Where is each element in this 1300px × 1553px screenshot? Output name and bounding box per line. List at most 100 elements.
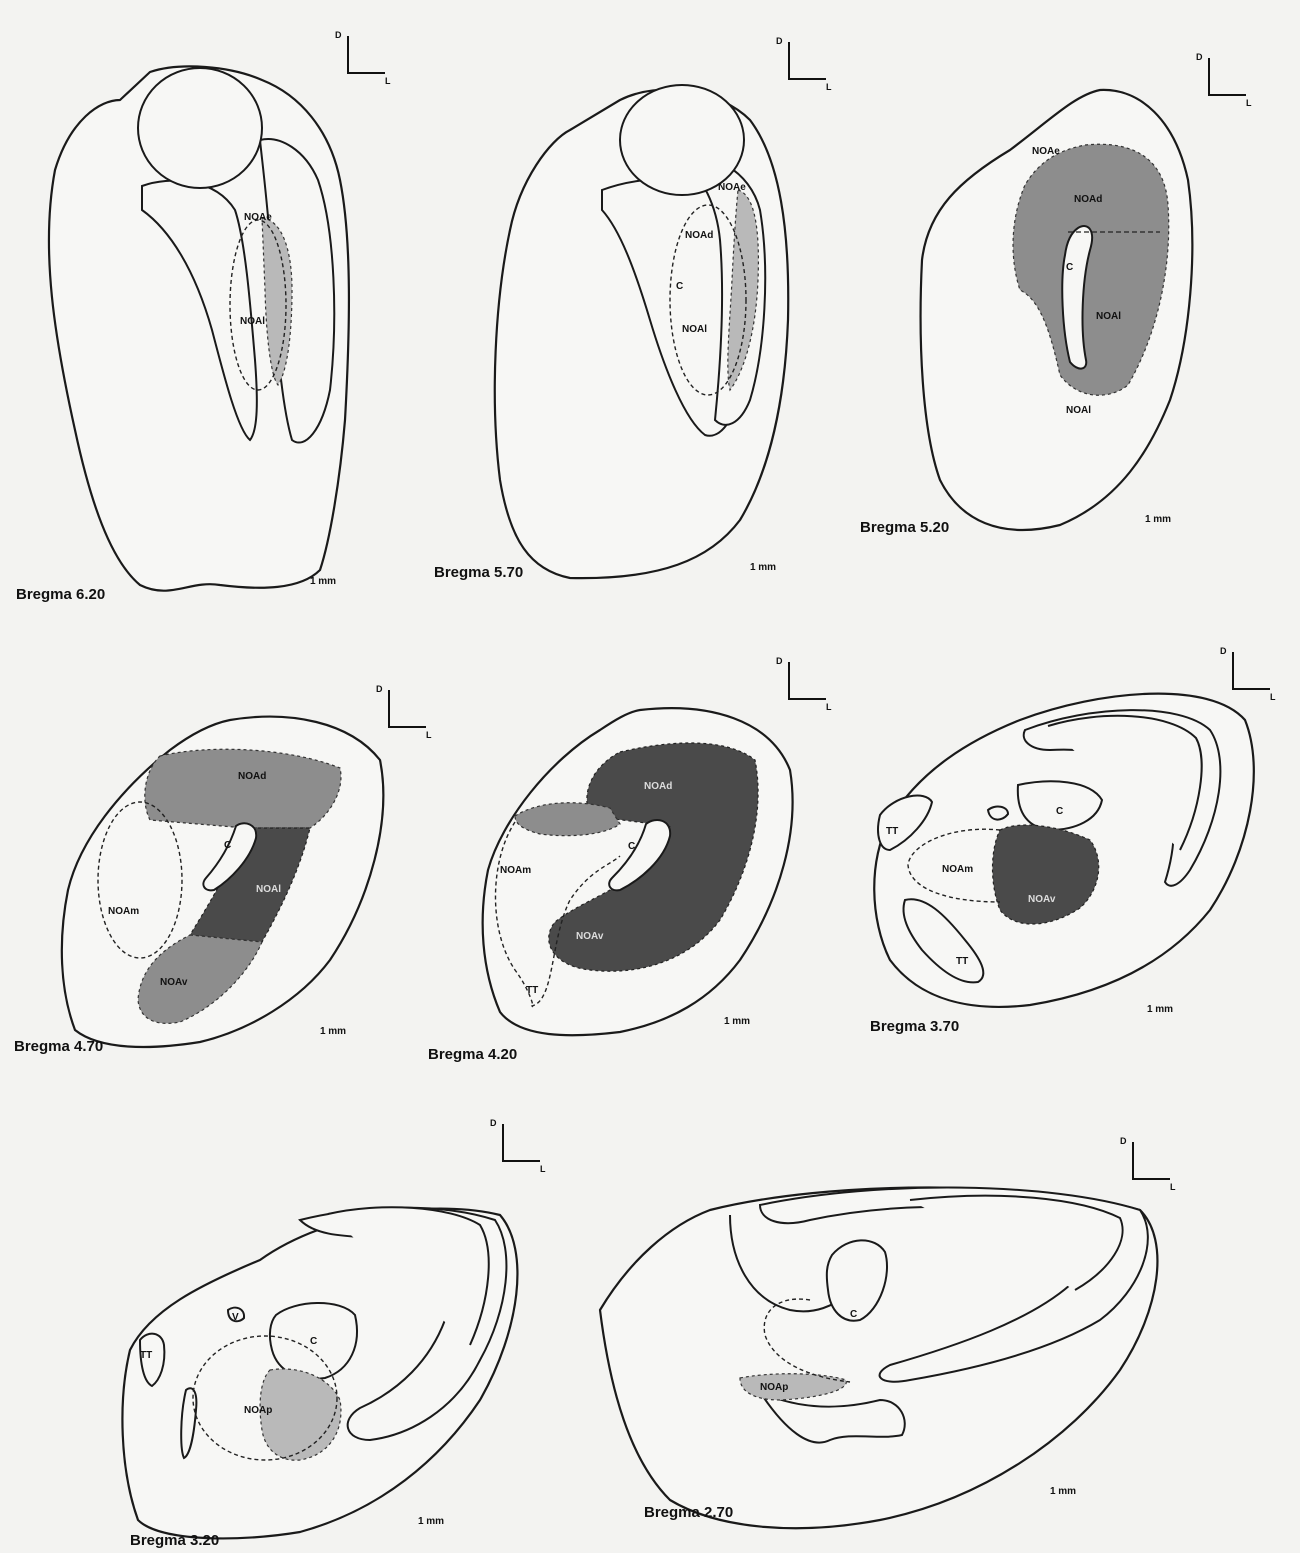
- lateral-axis-label: L: [1170, 1182, 1176, 1192]
- bregma-label: Bregma 3.20: [130, 1532, 219, 1549]
- region-label: NOAl: [256, 884, 281, 895]
- section-bregma-6-20: NOAe NOAl D L Bregma 6.20 1 mm: [0, 0, 420, 620]
- region-label: NOAv: [576, 931, 603, 942]
- orientation-axes: D L: [490, 1118, 550, 1178]
- scale-bar-label: 1 mm: [1088, 1004, 1232, 1015]
- lateral-axis-label: L: [385, 76, 391, 86]
- dorsal-axis-label: D: [1220, 646, 1227, 656]
- dorsal-axis-label: D: [776, 36, 783, 46]
- bregma-label: Bregma 2.70: [644, 1504, 733, 1521]
- region-label: NOAp: [760, 1382, 788, 1393]
- dorsal-axis-label: D: [335, 30, 342, 40]
- scale-bar: 1 mm: [1084, 514, 1232, 532]
- region-label: NOAe: [1032, 146, 1060, 157]
- lateral-axis-line: [1132, 1178, 1170, 1180]
- scale-bar-label: 1 mm: [358, 1516, 504, 1527]
- lateral-axis-line: [347, 72, 385, 74]
- region-label: NOAd: [1074, 194, 1102, 205]
- region-label: NOAd: [644, 781, 672, 792]
- dorsal-axis-label: D: [376, 684, 383, 694]
- scale-bar: 1 mm: [664, 1016, 810, 1034]
- region-label: C: [224, 840, 231, 851]
- section-outline-drawing: [580, 1110, 1300, 1553]
- bregma-label: Bregma 5.70: [434, 564, 523, 581]
- scale-bar-label: 1 mm: [990, 1486, 1136, 1497]
- scale-bar: 1 mm: [990, 1486, 1136, 1504]
- scale-bar-label: 1 mm: [260, 1026, 406, 1037]
- dorsal-axis-line: [1232, 652, 1234, 690]
- region-label: V: [232, 1312, 239, 1323]
- region-label: C: [1066, 262, 1073, 273]
- region-label: TT: [526, 985, 538, 996]
- scale-bar-label: 1 mm: [253, 576, 393, 587]
- orientation-axes: D L: [335, 30, 395, 90]
- dorsal-axis-label: D: [776, 656, 783, 666]
- region-label: C: [310, 1336, 317, 1347]
- section-bregma-5-70: NOAe NOAd C NOAl D L Bregma 5.70 1 mm: [420, 0, 860, 600]
- region-label: NOAl: [682, 324, 707, 335]
- lateral-axis-label: L: [826, 82, 832, 92]
- region-label: NOAm: [942, 864, 973, 875]
- region-label: NOAv: [1028, 894, 1055, 905]
- orientation-axes: D L: [1120, 1136, 1180, 1196]
- dorsal-axis-line: [1208, 58, 1210, 96]
- dorsal-axis-label: D: [490, 1118, 497, 1128]
- region-label: C: [676, 281, 683, 292]
- lateral-axis-line: [1232, 688, 1270, 690]
- section-outline-drawing: [0, 0, 420, 620]
- region-label: NOAe: [244, 212, 272, 223]
- lateral-axis-line: [1208, 94, 1246, 96]
- scale-bar: 1 mm: [358, 1516, 504, 1534]
- region-label: NOAl: [1066, 405, 1091, 416]
- region-label: TT: [886, 826, 898, 837]
- dorsal-axis-line: [502, 1124, 504, 1162]
- bregma-label: Bregma 5.20: [860, 519, 949, 536]
- lateral-axis-label: L: [1270, 692, 1276, 702]
- region-label: NOAd: [685, 230, 713, 241]
- dorsal-axis-line: [347, 36, 349, 74]
- region-label: NOAm: [108, 906, 139, 917]
- scale-bar-label: 1 mm: [1084, 514, 1232, 525]
- lateral-axis-label: L: [826, 702, 832, 712]
- region-label: NOAp: [244, 1405, 272, 1416]
- section-bregma-4-20: NOAd C NOAm NOAv TT D L Bregma 4.20 1 mm: [420, 640, 850, 1080]
- lateral-axis-line: [502, 1160, 540, 1162]
- orientation-axes: D L: [776, 656, 836, 716]
- scale-bar: 1 mm: [688, 562, 838, 580]
- region-label: TT: [140, 1350, 152, 1361]
- region-label: NOAm: [500, 865, 531, 876]
- dorsal-axis-label: D: [1196, 52, 1203, 62]
- region-label: C: [628, 841, 635, 852]
- section-bregma-3-20: C V TT NOAp D L Bregma 3.20 1 mm: [100, 1110, 580, 1553]
- dorsal-axis-line: [788, 662, 790, 700]
- scale-bar: 1 mm: [1088, 1004, 1232, 1022]
- lateral-axis-label: L: [1246, 98, 1252, 108]
- region-label: NOAv: [160, 977, 187, 988]
- region-label: NOAl: [1096, 311, 1121, 322]
- region-label: NOAe: [718, 182, 746, 193]
- bregma-label: Bregma 3.70: [870, 1018, 959, 1035]
- section-bregma-3-70: C TT NOAm NOAv TT D L Bregma 3.70 1 mm: [850, 640, 1300, 1040]
- orientation-axes: D L: [1220, 646, 1280, 706]
- region-label: TT: [956, 956, 968, 967]
- section-bregma-2-70: C NOAp D L Bregma 2.70 1 mm: [580, 1110, 1300, 1553]
- region-label: C: [850, 1309, 857, 1320]
- bregma-label: Bregma 4.20: [428, 1046, 517, 1063]
- section-outline-drawing: [0, 640, 420, 1080]
- dorsal-axis-line: [1132, 1142, 1134, 1180]
- region-label: NOAl: [240, 316, 265, 327]
- dorsal-axis-line: [388, 690, 390, 728]
- scale-bar-label: 1 mm: [664, 1016, 810, 1027]
- dorsal-axis-line: [788, 42, 790, 80]
- bregma-label: Bregma 4.70: [14, 1038, 103, 1055]
- region-label: NOAd: [238, 771, 266, 782]
- scale-bar: 1 mm: [253, 576, 393, 594]
- orientation-axes: D L: [1196, 52, 1256, 112]
- dorsal-axis-label: D: [1120, 1136, 1127, 1146]
- section-bregma-5-20: NOAe NOAd C NOAl NOAl D L Bregma 5.20 1 …: [860, 0, 1300, 560]
- section-bregma-4-70: NOAd C NOAl NOAm NOAv D L Bregma 4.70 1 …: [0, 640, 420, 1080]
- orientation-axes: D L: [776, 36, 836, 96]
- lateral-axis-label: L: [540, 1164, 546, 1174]
- scale-bar-label: 1 mm: [688, 562, 838, 573]
- bregma-label: Bregma 6.20: [16, 586, 105, 603]
